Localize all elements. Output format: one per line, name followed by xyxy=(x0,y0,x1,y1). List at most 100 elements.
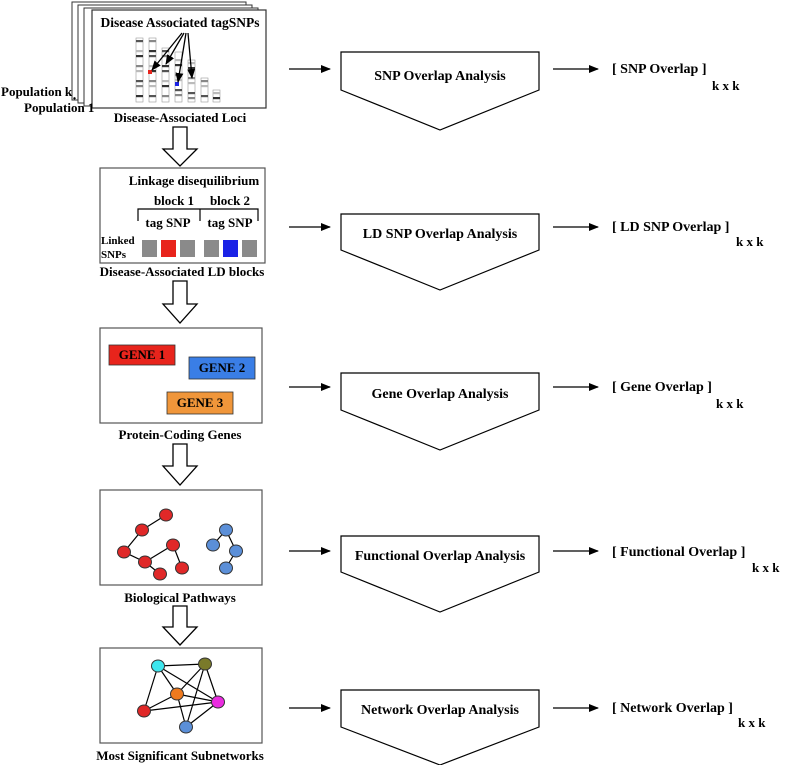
block-brackets xyxy=(137,208,259,221)
analysis-pentagon xyxy=(340,213,540,291)
gene3-box xyxy=(166,391,234,415)
result-dimension: k x k xyxy=(752,560,780,575)
stage-down-arrows xyxy=(161,126,199,646)
analysis-row-snp: SNP Overlap Analysis [ SNP Overlap ] k x… xyxy=(289,51,740,131)
linked-snp-1 xyxy=(142,240,157,257)
analysis-row-gene: Gene Overlap Analysis [ Gene Overlap ] k… xyxy=(289,372,744,451)
chromosome-band xyxy=(162,80,169,83)
analysis-pentagon xyxy=(340,51,540,131)
tag-snp-label-2: tag SNP xyxy=(207,215,252,230)
chromosome xyxy=(212,89,221,103)
analysis-label: Gene Overlap Analysis xyxy=(372,387,509,402)
pathway-node-blue xyxy=(219,561,233,575)
tag-snp-label-1: tag SNP xyxy=(145,215,190,230)
pathway-node-red xyxy=(166,538,180,552)
down-arrow-1 xyxy=(161,126,199,167)
chromosome-band xyxy=(136,85,143,88)
analysis-pentagon xyxy=(340,535,540,613)
network-node-blue xyxy=(179,720,193,734)
chromosome-band xyxy=(201,95,208,98)
chromosome-band xyxy=(149,40,156,43)
chromosome-band xyxy=(136,40,143,43)
tag-snp-blue xyxy=(223,240,238,257)
gene3-label: GENE 3 xyxy=(177,395,224,410)
pathway-nodes xyxy=(117,508,243,581)
analysis-row-ld-snp: LD SNP Overlap Analysis [ LD SNP Overlap… xyxy=(289,213,764,291)
chromosome-band xyxy=(175,94,182,97)
result-dimension: k x k xyxy=(716,396,744,411)
pathway-node-blue xyxy=(229,544,243,558)
population-1-label: Population 1 xyxy=(24,100,94,115)
tagsnp-marker xyxy=(175,82,179,86)
result-dimension: k x k xyxy=(738,715,766,730)
gene1-label: GENE 1 xyxy=(119,347,166,362)
tagsnp-title: Disease Associated tagSNPs xyxy=(101,15,260,30)
down-arrow-3 xyxy=(161,443,199,486)
analysis-label: Functional Overlap Analysis xyxy=(355,549,526,564)
population-dots: · xyxy=(72,91,77,107)
network-node-magenta xyxy=(211,695,225,709)
gene2-label: GENE 2 xyxy=(199,360,246,375)
gene2-box xyxy=(188,356,256,380)
chromosome-band xyxy=(136,80,143,83)
chromosome-band xyxy=(213,92,220,95)
result-dimension: k x k xyxy=(712,78,740,93)
chromosome-band xyxy=(149,85,156,88)
linked-snps-label-1: Linked xyxy=(101,235,135,247)
analysis-row-functional: Functional Overlap Analysis [ Functional… xyxy=(289,535,780,613)
linked-snp-3 xyxy=(204,240,219,257)
chromosome-band xyxy=(188,92,195,95)
chromosome-band xyxy=(213,97,220,100)
pathway-node-blue xyxy=(206,538,220,552)
pathways-caption: Biological Pathways xyxy=(124,590,236,605)
chromosome-band xyxy=(149,80,156,83)
genes-caption: Protein-Coding Genes xyxy=(119,427,242,442)
stage-pathways: Biological Pathways xyxy=(99,489,263,605)
loci-caption: Disease-Associated Loci xyxy=(114,110,247,125)
pathway-node-red xyxy=(175,561,189,575)
ld-title: Linkage disequilibrium xyxy=(129,173,260,188)
chromosome-band xyxy=(149,70,156,73)
result-label: [ SNP Overlap ] xyxy=(612,62,707,77)
chromosome-band xyxy=(175,64,182,67)
chromosome xyxy=(200,77,209,103)
chromosome-band xyxy=(175,89,182,92)
chromosome-band xyxy=(188,82,195,85)
block1-label: block 1 xyxy=(154,193,194,208)
population-k-label: Population k xyxy=(1,84,73,99)
result-label: [ LD SNP Overlap ] xyxy=(612,220,729,235)
stage-loci: Disease Associated tagSNPs Population k … xyxy=(1,1,267,125)
pathway-node-red xyxy=(135,523,149,537)
chromosome-band xyxy=(149,50,156,53)
chromosome-band xyxy=(201,80,208,83)
network-node-orange xyxy=(170,687,184,701)
chromosome-band xyxy=(162,70,169,73)
analysis-row-network: Network Overlap Analysis [ Network Overl… xyxy=(289,689,766,765)
chromosome-band xyxy=(136,70,143,73)
result-label: [ Network Overlap ] xyxy=(612,701,733,716)
subnetworks-caption: Most Significant Subnetworks xyxy=(96,748,264,763)
result-dimension: k x k xyxy=(736,234,764,249)
down-arrow-4 xyxy=(161,605,199,646)
down-arrow-2 xyxy=(161,280,199,324)
linked-snps-label-2: SNPs xyxy=(101,249,127,261)
network-nodes xyxy=(137,657,225,734)
chromosome-band xyxy=(136,50,143,53)
pathway-node-red xyxy=(138,555,152,569)
chromosome-band xyxy=(149,55,156,58)
analysis-pentagon xyxy=(340,372,540,451)
stage-ld-blocks: Linkage disequilibrium block 1 block 2 t… xyxy=(99,167,266,279)
network-node-cyan xyxy=(151,659,165,673)
pathway-node-red xyxy=(117,545,131,559)
ld-caption: Disease-Associated LD blocks xyxy=(100,264,265,279)
tag-snp-red xyxy=(161,240,176,257)
chromosome-band xyxy=(162,95,169,98)
linked-snp-4 xyxy=(242,240,257,257)
chromosome-band xyxy=(136,95,143,98)
network-node-red xyxy=(137,704,151,718)
chromosome-band xyxy=(149,95,156,98)
chromosome xyxy=(187,59,196,103)
pathway-node-blue xyxy=(219,523,233,537)
chromosome-band xyxy=(162,65,169,68)
